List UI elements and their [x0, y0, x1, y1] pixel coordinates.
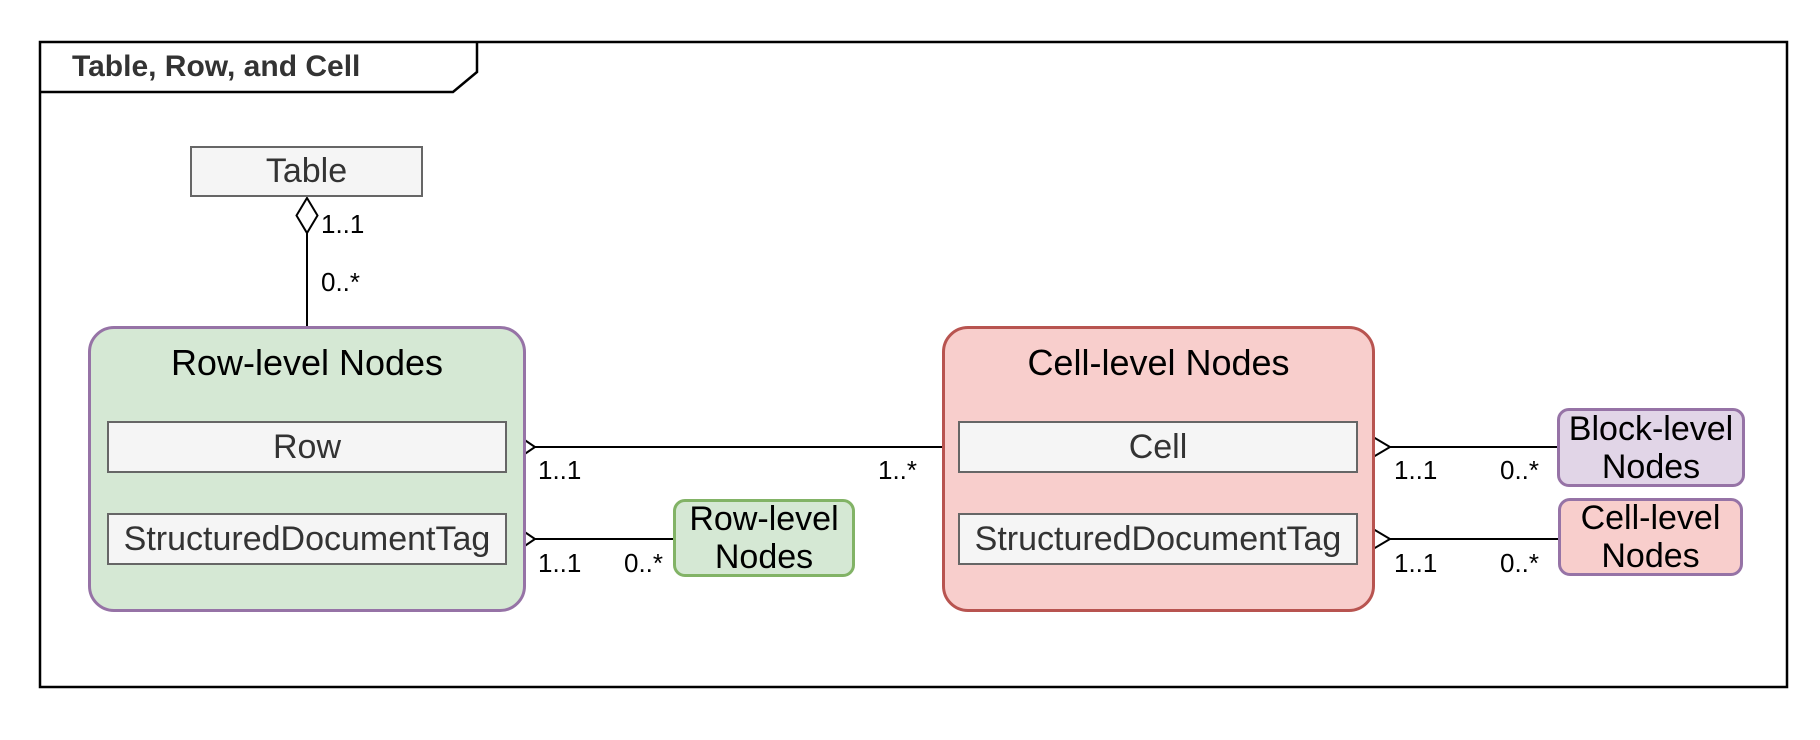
node-cell-structured-document-tag: StructuredDocumentTag: [958, 513, 1358, 565]
group-row-level-nodes-title: Row-level Nodes: [170, 342, 444, 383]
multiplicity-cell-sdt-source: 1..1: [1394, 548, 1438, 578]
node-cell-level-nodes-ref: Cell-level Nodes: [1558, 498, 1743, 576]
node-row-structured-document-tag: StructuredDocumentTag: [107, 513, 507, 565]
multiplicity-row-sdt-target: 0..*: [624, 548, 664, 578]
frame-title: Table, Row, and Cell: [72, 50, 361, 83]
multiplicity-cell-source: 1..1: [1394, 455, 1438, 485]
multiplicity-cell-target: 0..*: [1500, 455, 1540, 485]
node-row: Row: [107, 421, 507, 473]
frame-title-tab: [40, 42, 479, 94]
multiplicity-row-sdt-source: 1..1: [538, 548, 582, 578]
node-cell: Cell: [958, 421, 1358, 473]
multiplicity-row-target: 1..*: [878, 455, 918, 485]
multiplicity-cell-sdt-target: 0..*: [1500, 548, 1540, 578]
node-table: Table: [190, 146, 423, 197]
multiplicity-table-source: 1..1: [321, 209, 365, 239]
multiplicity-table-target: 0..*: [321, 267, 361, 297]
aggregation-diamond-table: [295, 196, 319, 235]
group-cell-level-nodes-title: Cell-level Nodes: [1027, 342, 1290, 383]
multiplicity-row-source: 1..1: [538, 455, 582, 485]
node-block-level-nodes-ref: Block-level Nodes: [1557, 408, 1745, 487]
node-row-level-nodes-ref: Row-level Nodes: [673, 499, 855, 577]
frame-border: [38, 40, 1789, 689]
